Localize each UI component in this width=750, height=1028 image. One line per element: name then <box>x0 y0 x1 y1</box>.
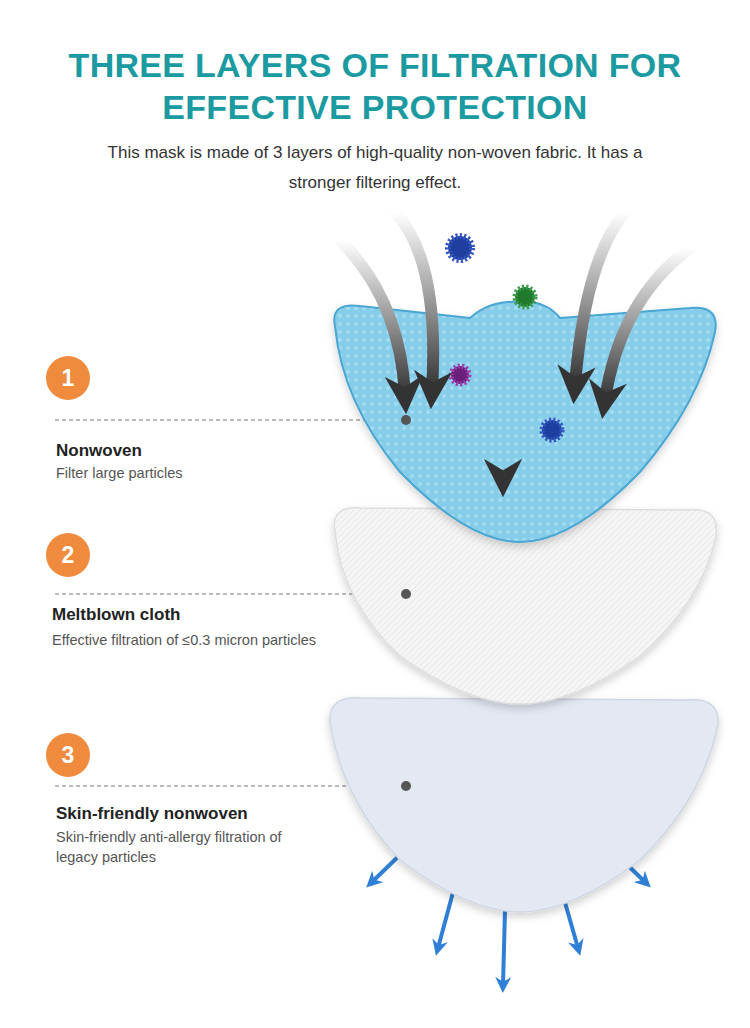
title: THREE LAYERS OF FILTRATION FOR EFFECTIVE… <box>25 44 725 128</box>
callout-number: 3 <box>62 742 75 768</box>
subtitle: This mask is made of 3 layers of high-qu… <box>85 138 665 198</box>
layer-description: Effective filtration of ≤0.3 micron part… <box>52 630 342 650</box>
layer-name: Meltblown cloth <box>52 604 332 626</box>
callout-number: 1 <box>62 365 75 391</box>
callout-circle: 1 <box>46 356 90 400</box>
callout-circle: 2 <box>46 533 90 577</box>
callout-circle: 3 <box>46 733 90 777</box>
layer-name: Nonwoven <box>56 440 316 462</box>
layer-description: Filter large particles <box>56 463 316 483</box>
layer-name: Skin-friendly nonwoven <box>56 803 336 825</box>
layer-description: Skin-friendly anti-allergy filtration of… <box>56 827 311 867</box>
callout-number: 2 <box>62 542 75 568</box>
